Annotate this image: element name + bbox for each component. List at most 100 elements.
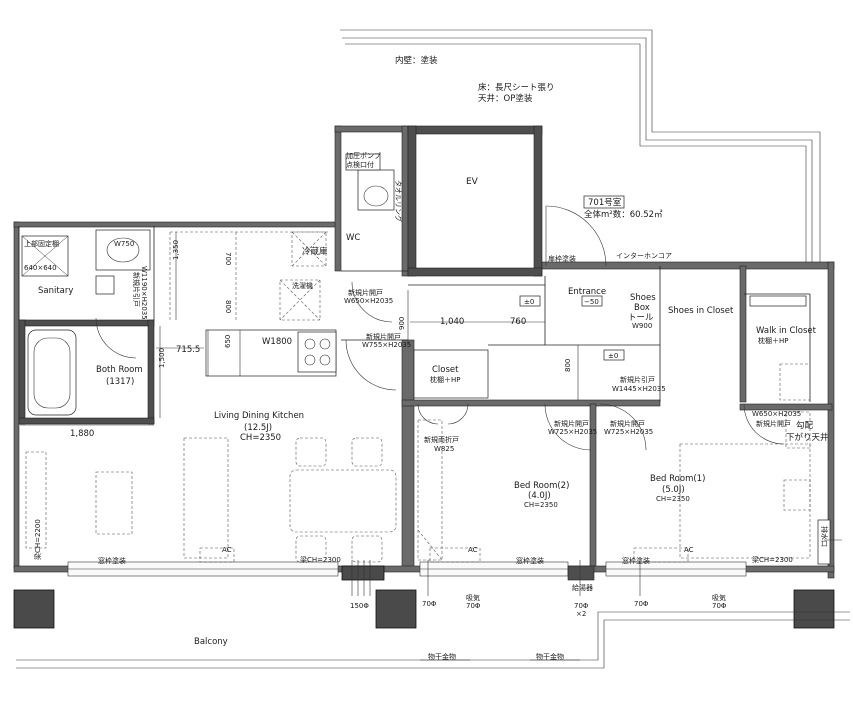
dim-700-label: 700 (224, 252, 232, 265)
dim-1500-label: 1,500 (158, 348, 166, 368)
balcony-outline (16, 611, 850, 669)
floor-finish-label: 床：長尺シート張り (478, 82, 555, 93)
door-swings (95, 205, 785, 451)
drying-rack-2-label: 物干金物 (536, 652, 564, 661)
dim-1040-label: 1,040 (440, 317, 464, 327)
kitchen-width-label: W1800 (262, 337, 292, 347)
walk-in-closet-shelf-label: 枕棚＋HP (758, 336, 789, 345)
shelf-size-label: 640×640 (24, 264, 57, 272)
lowered-ceiling-label: 下がり天井 (786, 432, 829, 443)
towel-ring-label: タオルリング (394, 180, 403, 222)
pump-label: 加圧ポンプ (346, 151, 381, 160)
intake-2-label: 吸気 (712, 593, 726, 602)
balcony-label: Balcony (194, 637, 228, 647)
hinged-door-4-label: 新規片開戸 (610, 419, 645, 428)
walls (13, 125, 835, 629)
door-frame-paint-label: 扉枠塗装 (548, 254, 576, 263)
building-outline (340, 29, 821, 262)
dim-800b-label: 800 (564, 359, 572, 372)
hinged-door-3-size-label: W725×H2035 (548, 428, 597, 436)
vent-arrows (351, 539, 842, 596)
vent-70b-sub-label: ×2 (576, 610, 586, 618)
dimension-lines (20, 232, 579, 426)
slope-label: 勾配 (796, 420, 814, 431)
fixed-shelf-label: 上部固定棚 (24, 239, 59, 248)
intake-1-sub-label: 70Φ (466, 602, 481, 610)
ac-3-label: AC (684, 546, 694, 554)
bedroom-2-ch-label: CH=2350 (524, 501, 558, 509)
beam-left-label: 梁CH=2200 (33, 519, 42, 560)
drain-label: 排水口 (820, 526, 829, 547)
sliding-door-2-label: 新規片引戸 (620, 375, 655, 384)
unit-number-label: 701号室 (588, 197, 622, 208)
ldk-label: Living Dining Kitchen (214, 411, 304, 421)
hinged-door-2-size-label: W755×H2035 (362, 341, 411, 349)
wall-finish-label: 内壁：塗装 (395, 55, 438, 66)
dim-900-label: 900 (398, 317, 406, 330)
hinged-door-5-label: 新規片開戸 (756, 419, 791, 428)
hinged-door-1-label: 新規片開戸 (348, 288, 383, 297)
wc-label: WC (346, 233, 360, 243)
intake-2-sub-label: 70Φ (712, 602, 727, 610)
level-zero-a-label: ±0 (524, 298, 534, 306)
vent-150-label: 150Φ (350, 602, 369, 610)
bedroom-2-size-label: (4.0J) (528, 491, 551, 501)
washer-label: 洗濯機 (292, 281, 313, 290)
bedroom-1-label: Bed Room(1) (650, 474, 705, 484)
shoes-box-label-3: トール (628, 313, 654, 323)
walk-in-closet-label: Walk in Closet (756, 326, 817, 336)
folding-door-label: 新規両折戸 (424, 435, 459, 444)
dim-800a-label: 800 (224, 300, 232, 313)
bedroom-1-ch-label: CH=2350 (656, 495, 690, 503)
partitions (18, 226, 811, 402)
shoes-box-width-label: W900 (632, 322, 652, 330)
intake-1-label: 吸気 (466, 593, 480, 602)
intercom-label: インターホンコア (616, 251, 672, 260)
sliding-door-1-label: 新規片引戸 (132, 272, 141, 307)
hinged-door-5-size-label: W650×H2035 (752, 410, 801, 418)
dim-760-label: 760 (510, 317, 526, 327)
dim-1880-label: 1,880 (70, 429, 94, 439)
window-frame-paint-1-label: 窓枠塗装 (98, 556, 126, 565)
drying-rack-1-label: 物干金物 (428, 652, 456, 661)
hinged-door-1-size-label: W650×H2035 (344, 297, 393, 305)
window-frame-paint-3-label: 窓枠塗装 (622, 556, 650, 565)
folding-door-size-label: W825 (434, 445, 454, 453)
area-label: 全体m²数：60.52㎡ (584, 209, 663, 220)
dim-650-label: 650 (224, 335, 232, 348)
hinged-door-2-label: 新規片開戸 (366, 332, 401, 341)
dim-715-label: 715.5 (176, 345, 200, 355)
bath-room-label: Both Room (96, 365, 143, 375)
ldk-ch-label: CH=2350 (240, 433, 281, 443)
annotations: 内壁：塗装 床：長尺シート張り 天井：OP塗装 EV 701号室 全体m²数：6… (24, 55, 829, 661)
beam-right-label: 梁CH=2300 (752, 555, 793, 564)
hinged-door-3-label: 新規片開戸 (554, 419, 589, 428)
bedroom-1-size-label: (5.0J) (662, 485, 685, 495)
shoes-closet-label: Shoes in Closet (668, 306, 734, 316)
closet-label: Closet (432, 365, 459, 375)
bath-room-sub-label: (1317) (106, 377, 134, 387)
beam-mid-label: 梁CH=2300 (300, 555, 341, 564)
hinged-door-4-size-label: W725×H2035 (604, 428, 653, 436)
window-frame-paint-2-label: 窓枠塗装 (516, 556, 544, 565)
closet-shelf-label: 枕棚＋HP (430, 375, 461, 384)
bedroom-2-label: Bed Room(2) (514, 481, 569, 491)
entrance-label: Entrance (568, 287, 606, 297)
fridge-label: 冷蔵庫 (302, 246, 328, 257)
dim-1350-label: 1,350 (172, 240, 180, 260)
ldk-size-label: (12.5J) (244, 423, 272, 433)
sliding-door-1-size-label: W1190×H2035 (140, 266, 148, 320)
sanitary-room-label: Sanitary (38, 286, 73, 296)
water-heater-label: 給湯器 (572, 583, 593, 592)
vent-70c-label: 70Φ (634, 600, 649, 608)
shoes-box-label-2: Box (634, 303, 650, 313)
ac-2-label: AC (468, 546, 478, 554)
vent-70a-label: 70Φ (422, 600, 437, 608)
ev-label: EV (466, 177, 479, 187)
level-zero-b-label: ±0 (608, 352, 618, 360)
vent-70b-label: 70Φ (574, 602, 589, 610)
sliding-door-2-size-label: W1445×H2035 (612, 385, 666, 393)
basin-width-label: W750 (114, 240, 134, 248)
pump-sub-label: 点検口付 (346, 160, 374, 169)
